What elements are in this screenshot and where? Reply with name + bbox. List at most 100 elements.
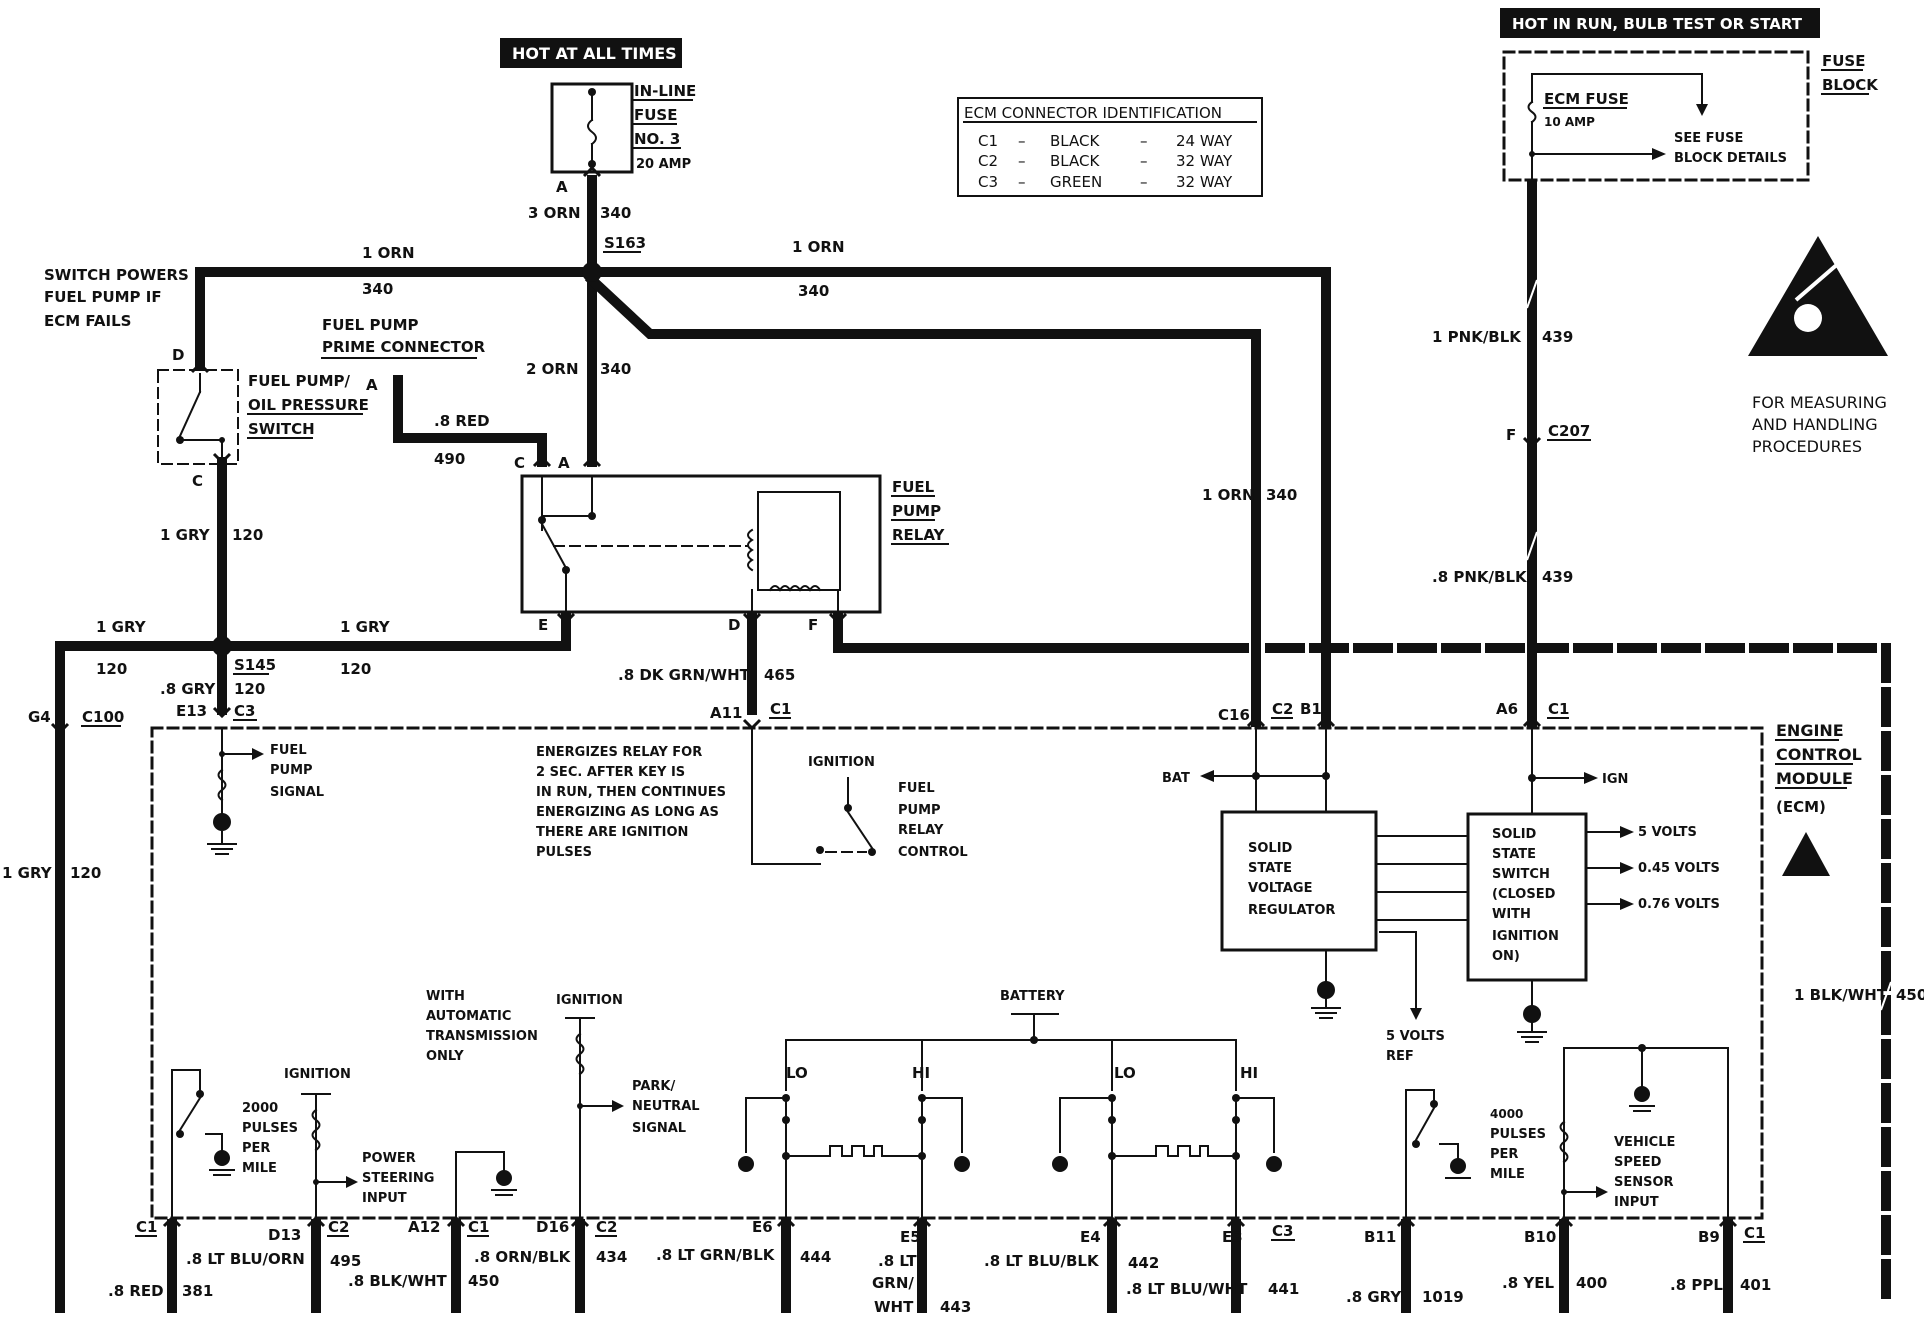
w-2orn: 2 ORN <box>526 360 579 378</box>
diagram-label: 444 <box>800 1248 831 1266</box>
diagram-label: 0.76 VOLTS <box>1638 897 1720 912</box>
diagram-label: INPUT <box>1614 1195 1659 1210</box>
diagram-label: C2 <box>596 1218 617 1236</box>
diagram-label: SOLID <box>1248 841 1293 856</box>
c-450a: 450 <box>1896 986 1924 1004</box>
diagram-label: IGNITION <box>1492 929 1559 944</box>
fuse3-line3: NO. 3 <box>634 130 680 148</box>
diagram-label: G4 <box>28 708 51 726</box>
diagram-label: ONLY <box>426 1049 464 1064</box>
diagram-label: E6 <box>752 1218 773 1236</box>
oil-sw-3: SWITCH <box>248 420 315 438</box>
diagram-label: IGNITION <box>556 993 623 1008</box>
fuel-pump-relay-box <box>520 474 882 614</box>
diagram-label: E3 <box>1222 1228 1243 1246</box>
diagram-label: D <box>172 346 184 364</box>
diagram-label: B11 <box>1364 1228 1396 1246</box>
w-8gry: .8 GRY <box>160 680 216 698</box>
prime-1: FUEL PUMP <box>322 316 419 334</box>
diagram-label: B10 <box>1524 1228 1556 1246</box>
diagram-label: BAT <box>1162 771 1190 786</box>
c-120a: 120 <box>232 526 263 544</box>
ecm-conn-title: ECM CONNECTOR IDENTIFICATION <box>964 104 1222 122</box>
fuse-block-line2: BLOCK <box>1822 76 1879 94</box>
c-120e: 120 <box>70 864 101 882</box>
ecm-label-4: (ECM) <box>1776 798 1826 816</box>
diagram-label: STEERING <box>362 1171 434 1186</box>
diagram-label: B1 <box>1300 700 1322 718</box>
fuse-block-box <box>1502 50 1810 182</box>
diagram-label: E <box>538 616 548 634</box>
w-1orn-right: 1 ORN <box>792 238 845 256</box>
esd-small-icon <box>1782 832 1830 876</box>
see-fuse-1: SEE FUSE <box>1674 131 1743 146</box>
c-340c: 340 <box>798 282 829 300</box>
diagram-label: A <box>558 454 570 472</box>
c-439a: 439 <box>1542 328 1573 346</box>
diagram-label: A <box>366 376 378 394</box>
diagram-label: PER <box>1490 1147 1518 1162</box>
c-340b: 340 <box>362 280 393 298</box>
diagram-label: SWITCH <box>1492 867 1550 882</box>
c-340a: 340 <box>600 204 631 222</box>
diagram-label: GREEN <box>1050 173 1102 191</box>
diagram-label: C2 <box>1272 700 1293 718</box>
diagram-label: CONTROL <box>898 845 968 860</box>
diagram-label: C1 <box>1548 700 1569 718</box>
diagram-label: POWER <box>362 1151 416 1166</box>
inline-fuse-box <box>550 82 634 174</box>
diagram-label: 2 SEC. AFTER KEY IS <box>536 765 685 780</box>
diagram-label: E5 <box>900 1228 921 1246</box>
diagram-label: STATE <box>1492 847 1536 862</box>
ecm-fuse-label: ECM FUSE <box>1544 90 1629 108</box>
diagram-label: LO <box>786 1064 808 1082</box>
c-340e: 340 <box>1266 486 1297 504</box>
diagram-label: REGULATOR <box>1248 903 1335 918</box>
diagram-label: .8 LT BLU/ORN <box>186 1250 305 1268</box>
ecm-boundary <box>150 726 1764 1220</box>
diagram-label: C2 <box>328 1218 349 1236</box>
diagram-label: D16 <box>536 1218 569 1236</box>
diagram-label: IN RUN, THEN CONTINUES <box>536 785 726 800</box>
diagram-label: .8 LT <box>878 1252 917 1270</box>
hot-at-all-times-banner <box>500 38 682 68</box>
diagram-label: VEHICLE <box>1614 1135 1675 1150</box>
c-465: 465 <box>764 666 795 684</box>
diagram-label: – <box>1140 132 1148 150</box>
diagram-label: 443 <box>940 1298 971 1316</box>
diagram-label: FUEL <box>898 781 935 796</box>
see-fuse-2: BLOCK DETAILS <box>1674 151 1787 166</box>
diagram-label: C3 <box>1272 1222 1293 1240</box>
diagram-label: 0.45 VOLTS <box>1638 861 1720 876</box>
esd-warning-icon <box>1748 236 1888 356</box>
diagram-label: .8 LT BLU/BLK <box>984 1252 1100 1270</box>
diagram-label: .8 RED <box>108 1282 164 1300</box>
diagram-label: SPEED <box>1614 1155 1662 1170</box>
diagram-label: 5 VOLTS <box>1386 1029 1445 1044</box>
diagram-label: – <box>1018 132 1026 150</box>
diagram-label: WHT <box>874 1298 914 1316</box>
s163-label: S163 <box>604 234 646 252</box>
diagram-label: C2 <box>978 152 998 170</box>
diagram-label: C <box>192 472 203 490</box>
diagram-label: MILE <box>242 1161 277 1176</box>
diagram-label: MILE <box>1490 1167 1525 1182</box>
diagram-label: HI <box>1240 1064 1258 1082</box>
diagram-label: C1 <box>770 700 791 718</box>
diagram-label: 32 WAY <box>1176 152 1233 170</box>
diagram-label: .8 LT BLU/WHT <box>1126 1280 1248 1298</box>
diagram-label: PER <box>242 1141 270 1156</box>
diagram-label: E13 <box>176 702 207 720</box>
diagram-label: F <box>808 616 818 634</box>
solid-state-switch <box>1466 812 1588 982</box>
ecm-conn-row: C3 – GREEN – 32 WAY <box>978 173 1233 191</box>
diagram-label: SIGNAL <box>270 785 324 800</box>
ecm-connector-table <box>957 97 1263 197</box>
diagram-label: C1 <box>468 1218 489 1236</box>
diagram-label: LO <box>1114 1064 1136 1082</box>
w-pnkblk8: .8 PNK/BLK <box>1432 568 1528 586</box>
diagram-label: B9 <box>1698 1228 1720 1246</box>
solid-state-voltage-regulator <box>1220 810 1378 952</box>
diagram-label: E4 <box>1080 1228 1101 1246</box>
diagram-label: VOLTAGE <box>1248 881 1313 896</box>
